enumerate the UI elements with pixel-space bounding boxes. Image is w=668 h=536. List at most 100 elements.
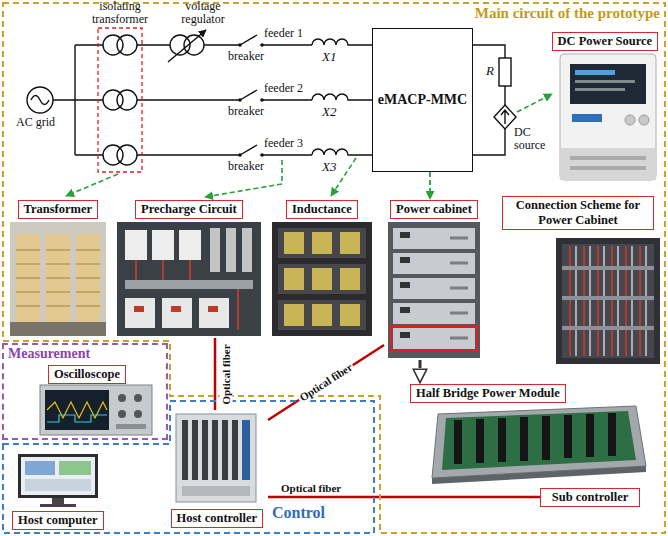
region-outline [3, 3, 665, 533]
photo-tag: Host computer [12, 511, 104, 530]
precharge-photo-art [226, 228, 236, 272]
host-computer-photo-art [59, 461, 91, 475]
host-controller-photo-art [176, 414, 256, 502]
circuit-wiring [53, 45, 103, 155]
circuit-label: breaker [228, 50, 264, 63]
region-title: Control [272, 504, 325, 522]
circuit-wiring [117, 90, 137, 110]
circuit-label: isolating transformer [72, 0, 168, 26]
half-bridge-photo-art [442, 411, 636, 470]
precharge-photo-art [171, 306, 181, 312]
transformer-photo: Transformer [8, 200, 108, 338]
host-computer-photo-art [18, 454, 98, 507]
inductance-photo-art [340, 304, 360, 326]
circuit-wiring [117, 145, 137, 165]
precharge-photo-art [199, 298, 229, 328]
photo-tag: Host controller [171, 509, 264, 528]
breaker-contact [260, 153, 264, 157]
host-computer-photo-art [18, 454, 98, 498]
host-controller-photo-art [192, 420, 198, 480]
dc-source-photo-art [572, 114, 602, 122]
power-cabinet-photo-art [388, 222, 480, 358]
precharge-photo-art [162, 298, 192, 328]
precharge-photo-art [117, 222, 261, 336]
oscilloscope-photo-art [40, 385, 152, 435]
inductance-photo-art [284, 304, 304, 326]
host-controller-photo-art [182, 420, 188, 480]
circuit-wiring [501, 110, 509, 124]
region-outline [3, 401, 374, 533]
host-controller-photo-art [222, 420, 228, 480]
connection-scheme-photo: Connection Scheme for Power Cabinet [492, 196, 664, 364]
photo-tag: Connection Scheme for Power Cabinet [502, 196, 654, 230]
host-controller-photo-art [176, 414, 256, 502]
oscilloscope-photo-art [47, 415, 107, 422]
precharge-photo-art [117, 222, 261, 336]
host-computer-photo-art [25, 461, 55, 475]
host-computer-photo-art [21, 457, 95, 495]
host-controller-photo-art [182, 486, 250, 496]
photo-tag: Sub controller [547, 490, 633, 505]
oscilloscope-photo-art [134, 410, 142, 418]
breaker-contact [260, 98, 264, 102]
half-bridge-photo-art [432, 406, 646, 478]
connection-scheme-photo-art [556, 238, 660, 364]
half-bridge-photo-art [520, 417, 528, 461]
leader-arrow [205, 160, 282, 197]
dc-source-photo-art [560, 54, 656, 180]
converter-box: eMACP-MMC [372, 28, 473, 172]
photo-tag: DC Power Source [552, 32, 659, 51]
power-cabinet-photo-art [391, 326, 477, 351]
transformer-photo-art [16, 250, 100, 306]
precharge-photo-art [152, 230, 174, 260]
dc-source-photo-art [575, 88, 625, 91]
connection-scheme-photo-art [562, 326, 654, 330]
leader-arrow [66, 174, 118, 196]
photo-tag: Inductance [286, 200, 358, 219]
edge-label: Optical fiber [279, 482, 343, 495]
dc-source-photo-art [560, 148, 656, 180]
inductance-photo-art [340, 232, 360, 254]
dc-source-photo-art [570, 156, 646, 160]
circuit-wiring [184, 35, 204, 55]
precharge-photo-art [125, 298, 155, 328]
circuit-label: breaker [228, 160, 264, 173]
connection-scheme-photo-art [556, 238, 660, 364]
inductance-photo-art [312, 304, 332, 326]
control-region: Control Host computer Host controller [2, 400, 376, 534]
half-bridge-photo-art [564, 415, 572, 458]
half-bridge-photo-art [476, 419, 484, 463]
circuit-label: AC grid [16, 116, 55, 129]
dc-source-photo-art [570, 64, 646, 104]
circuit-wiring [499, 58, 511, 86]
inductance-photo-art [284, 268, 304, 290]
circuit-wiring [168, 30, 206, 62]
photo-tag: Precharge Circuit [135, 200, 243, 219]
transformer-photo-art [10, 222, 106, 336]
precharge-photo-art [125, 230, 147, 260]
edge-label: Optical fiber [296, 360, 357, 406]
connector [429, 172, 431, 191]
half-bridge-photo-art [454, 420, 462, 464]
dc-source-photo: DC Power Source [548, 32, 662, 182]
half-bridge-photo-art [586, 414, 594, 457]
photo-tag: Transformer [18, 200, 99, 219]
transformer-group-frame [98, 28, 142, 172]
host-computer-photo: Host computer [8, 450, 108, 530]
half-bridge-photo-art [542, 416, 550, 460]
circuit-label: DC source [514, 126, 554, 152]
edge-label: Optical fiber [220, 342, 233, 406]
leader-arrow [66, 94, 552, 197]
oscilloscope-photo-art [118, 394, 126, 402]
oscilloscope-photo-art [116, 424, 146, 429]
circuit-wiring [312, 149, 372, 155]
region-title: Main circuit of the prototype [475, 4, 660, 22]
connection-scheme-photo-art [570, 246, 640, 356]
inductance-photo-art [278, 228, 366, 258]
